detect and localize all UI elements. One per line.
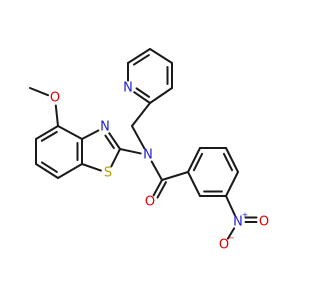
bond-line	[81, 163, 102, 172]
bond-line	[132, 54, 150, 66]
atom-label-s-thiazole: S	[104, 166, 112, 181]
atom-label-n-pyridine: N	[123, 81, 133, 96]
bond-line	[225, 171, 239, 197]
atom-label-o-carbonyl: O	[145, 195, 155, 210]
bond-line	[187, 147, 201, 173]
bond-line	[57, 163, 83, 179]
bond-line	[35, 125, 59, 140]
bond-line	[108, 132, 121, 150]
charge-label: −	[228, 234, 235, 243]
bond-line	[127, 48, 151, 64]
bond-line	[225, 147, 239, 173]
bond-line	[54, 104, 59, 127]
bond-line	[40, 161, 58, 173]
bond-line	[226, 227, 236, 240]
atom-label-o-methoxy: O	[50, 91, 60, 106]
atom-label-n-nitro: N	[233, 215, 243, 230]
bond-line	[57, 125, 83, 140]
bond-line	[135, 87, 151, 98]
bond-line	[40, 130, 58, 142]
atom-label-o-nitro-minus: O	[219, 238, 229, 253]
bond-line	[187, 171, 201, 197]
atom-label-n-thiazole: N	[100, 120, 110, 135]
bond-line	[149, 48, 173, 64]
bond-line	[192, 152, 204, 172]
bond-line	[35, 163, 59, 179]
bond-line	[131, 125, 146, 150]
charge-label: +	[242, 211, 249, 220]
bond-line	[156, 181, 167, 199]
bond-line	[225, 195, 236, 217]
atom-label-o-nitro: O	[259, 215, 269, 230]
bond-line	[131, 102, 151, 127]
bond-line	[150, 160, 163, 181]
atom-label-n-amide: N	[143, 148, 153, 163]
bond-line	[152, 179, 163, 197]
bond-line	[29, 87, 50, 97]
bond-line	[104, 134, 115, 150]
bond-line	[133, 91, 151, 104]
bond-line	[161, 171, 189, 181]
bond-line	[149, 87, 173, 104]
bond-line	[119, 148, 142, 155]
bond-line	[81, 129, 100, 140]
bond-lines	[29, 48, 258, 240]
bond-line	[110, 148, 121, 168]
bond-line	[222, 152, 234, 172]
